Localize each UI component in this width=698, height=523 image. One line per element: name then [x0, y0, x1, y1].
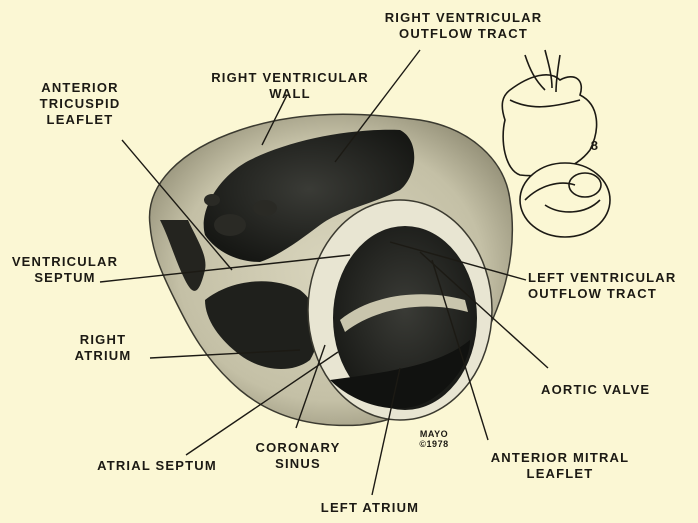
reference-section-icon — [520, 163, 610, 237]
label-atrial-septum: ATRIAL SEPTUM — [72, 458, 242, 474]
label-left-atrium: LEFT ATRIUM — [305, 500, 435, 516]
trabecula-3 — [204, 194, 220, 206]
reference-heart-icon — [502, 50, 596, 176]
trabecula-2 — [253, 200, 277, 216]
label-credit: MAYO©1978 — [408, 429, 460, 449]
trabecula-1 — [214, 214, 246, 236]
label-figure-number: 8 — [585, 138, 605, 154]
label-aortic-valve: AORTIC VALVE — [541, 382, 671, 398]
